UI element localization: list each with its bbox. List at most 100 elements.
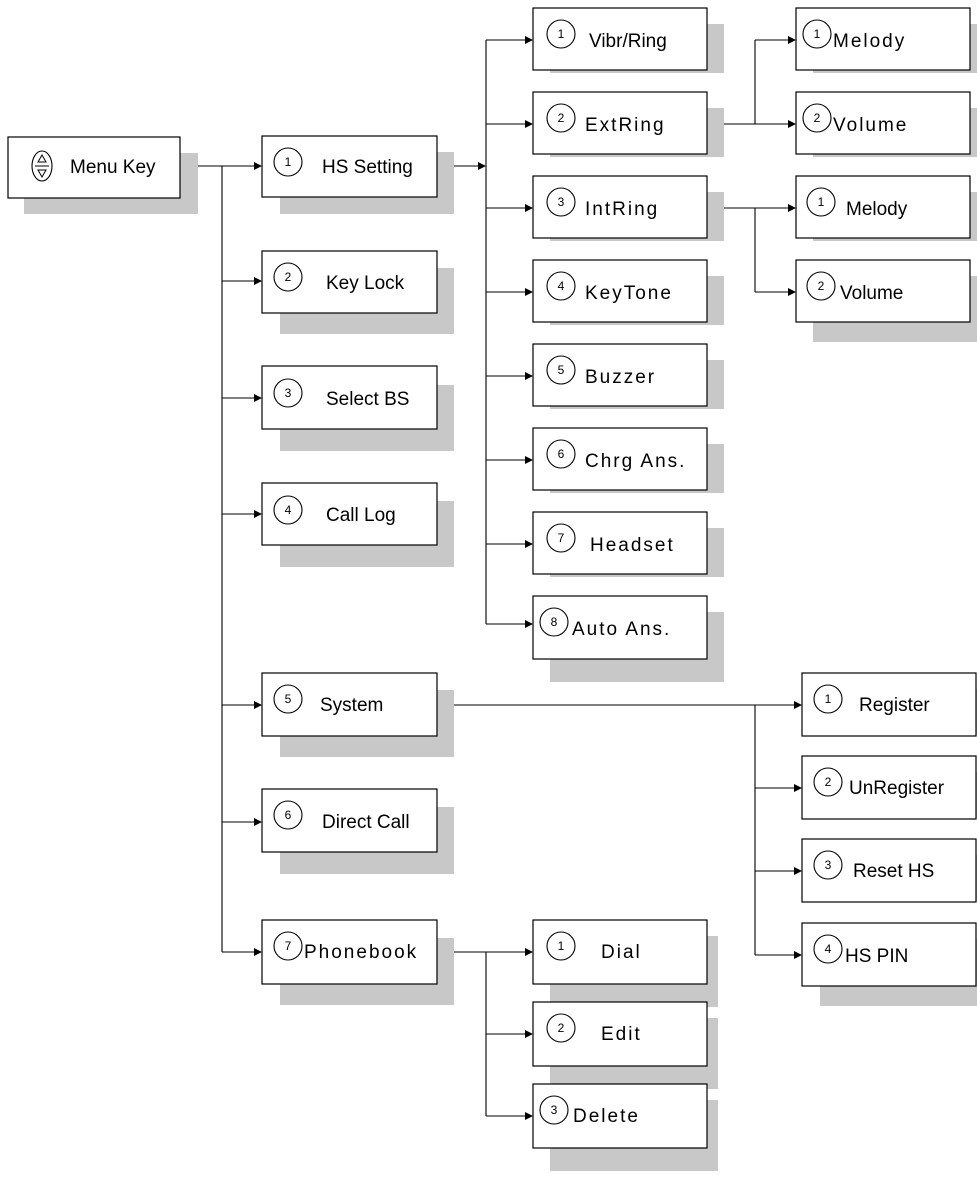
svg-text:3: 3 xyxy=(825,858,832,872)
phonebook-item-edit[interactable]: 2 Edit xyxy=(532,1001,718,1089)
system-item-hs-pin[interactable]: 4 HS PIN xyxy=(801,922,977,1006)
item-label: KeyTone xyxy=(585,283,673,304)
main-item-key-lock[interactable]: 2 Key Lock xyxy=(261,250,454,334)
svg-text:7: 7 xyxy=(558,531,565,545)
extring-item-volume[interactable]: 2 Volume xyxy=(795,91,977,157)
hs-setting-item-keytone[interactable]: 4 KeyTone xyxy=(532,259,724,325)
item-label: Reset HS xyxy=(853,861,934,882)
main-item-system[interactable]: 5 System xyxy=(261,672,454,757)
main-item-direct-call[interactable]: 6 Direct Call xyxy=(261,788,454,874)
item-label: Direct Call xyxy=(322,812,410,833)
svg-text:6: 6 xyxy=(558,447,565,461)
number-badge xyxy=(546,523,576,553)
phonebook-item-delete[interactable]: 3 Delete xyxy=(532,1083,718,1171)
number-badge xyxy=(273,931,303,961)
number-badge xyxy=(813,767,843,797)
main-item-select-bs[interactable]: 3 Select BS xyxy=(261,365,454,451)
item-label: Call Log xyxy=(326,505,396,526)
main-item-call-log[interactable]: 4 Call Log xyxy=(261,482,454,567)
number-badge xyxy=(802,103,832,133)
main-item-hs-setting[interactable]: 1 HS Setting xyxy=(261,135,454,214)
number-badge xyxy=(546,1013,576,1043)
item-label: Chrg Ans. xyxy=(585,451,686,472)
item-label: Register xyxy=(859,695,930,716)
svg-text:4: 4 xyxy=(558,279,565,293)
item-label: Delete xyxy=(573,1106,640,1127)
svg-text:3: 3 xyxy=(551,1103,558,1117)
svg-text:1: 1 xyxy=(285,155,292,169)
svg-text:1: 1 xyxy=(818,195,825,209)
item-label: System xyxy=(320,695,383,716)
number-badge xyxy=(802,19,832,49)
item-label: Phonebook xyxy=(304,942,418,963)
svg-text:1: 1 xyxy=(825,692,832,706)
hs-setting-item-vibr-ring[interactable]: 1 Vibr/Ring xyxy=(532,7,724,73)
item-label: Key Lock xyxy=(326,273,405,294)
hs-setting-item-headset[interactable]: 7 Headset xyxy=(532,511,724,577)
number-badge xyxy=(806,187,836,217)
svg-text:7: 7 xyxy=(285,939,292,953)
number-badge xyxy=(806,271,836,301)
hs-setting-item-buzzer[interactable]: 5 Buzzer xyxy=(532,343,724,409)
extring-item-melody[interactable]: 1 Melody xyxy=(795,7,977,73)
hs-setting-item-auto-ans[interactable]: 8 Auto Ans. xyxy=(532,595,724,682)
number-badge xyxy=(546,931,576,961)
system-item-reset-hs[interactable]: 3 Reset HS xyxy=(801,838,977,903)
number-badge xyxy=(539,607,569,637)
svg-text:1: 1 xyxy=(814,27,821,41)
system-item-register[interactable]: 1 Register xyxy=(801,672,977,737)
svg-text:2: 2 xyxy=(558,111,565,125)
item-label: Dial xyxy=(601,942,642,963)
phonebook-item-dial[interactable]: 1 Dial xyxy=(532,919,718,1007)
number-badge xyxy=(546,103,576,133)
number-badge xyxy=(813,850,843,880)
item-label: Headset xyxy=(590,535,675,556)
svg-text:4: 4 xyxy=(285,503,292,517)
item-label: Buzzer xyxy=(585,367,656,388)
number-badge xyxy=(273,378,303,408)
intring-item-melody[interactable]: 1 Melody xyxy=(795,175,977,241)
number-badge xyxy=(546,19,576,49)
item-label: Melody xyxy=(833,31,906,52)
svg-text:6: 6 xyxy=(285,808,292,822)
number-badge xyxy=(273,684,303,714)
item-label: Select BS xyxy=(326,389,409,410)
intring-item-volume[interactable]: 2 Volume xyxy=(795,259,977,342)
svg-text:5: 5 xyxy=(285,692,292,706)
item-label: HS PIN xyxy=(845,946,908,967)
system-item-unregister[interactable]: 2 UnRegister xyxy=(801,755,977,820)
number-badge xyxy=(273,262,303,292)
svg-text:2: 2 xyxy=(814,111,821,125)
number-badge xyxy=(539,1095,569,1125)
item-label: Edit xyxy=(601,1024,642,1045)
svg-text:1: 1 xyxy=(558,27,565,41)
up-down-arrow-icon xyxy=(31,150,53,182)
hs-setting-item-intring[interactable]: 3 IntRing xyxy=(532,175,724,241)
connector-lines xyxy=(180,36,802,1120)
number-badge xyxy=(273,800,303,830)
item-label: Volume xyxy=(833,115,908,136)
number-badge xyxy=(546,439,576,469)
menu-key-node[interactable]: Menu Key xyxy=(7,136,198,214)
svg-text:2: 2 xyxy=(285,270,292,284)
number-badge xyxy=(813,684,843,714)
svg-text:1: 1 xyxy=(558,939,565,953)
item-label: IntRing xyxy=(585,199,659,220)
item-label: ExtRing xyxy=(585,115,666,136)
number-badge xyxy=(546,355,576,385)
svg-text:5: 5 xyxy=(558,363,565,377)
main-item-phonebook[interactable]: 7 Phonebook xyxy=(261,919,454,1005)
svg-text:3: 3 xyxy=(285,386,292,400)
hs-setting-item-extring[interactable]: 2 ExtRing xyxy=(532,91,724,157)
number-badge xyxy=(273,147,303,177)
svg-text:2: 2 xyxy=(825,775,832,789)
svg-text:2: 2 xyxy=(818,279,825,293)
number-badge xyxy=(546,187,576,217)
item-label: UnRegister xyxy=(849,778,945,799)
item-label: Melody xyxy=(846,199,908,220)
svg-text:3: 3 xyxy=(558,195,565,209)
number-badge xyxy=(813,934,843,964)
hs-setting-item-chrg-ans[interactable]: 6 Chrg Ans. xyxy=(532,427,724,493)
svg-text:8: 8 xyxy=(551,615,558,629)
